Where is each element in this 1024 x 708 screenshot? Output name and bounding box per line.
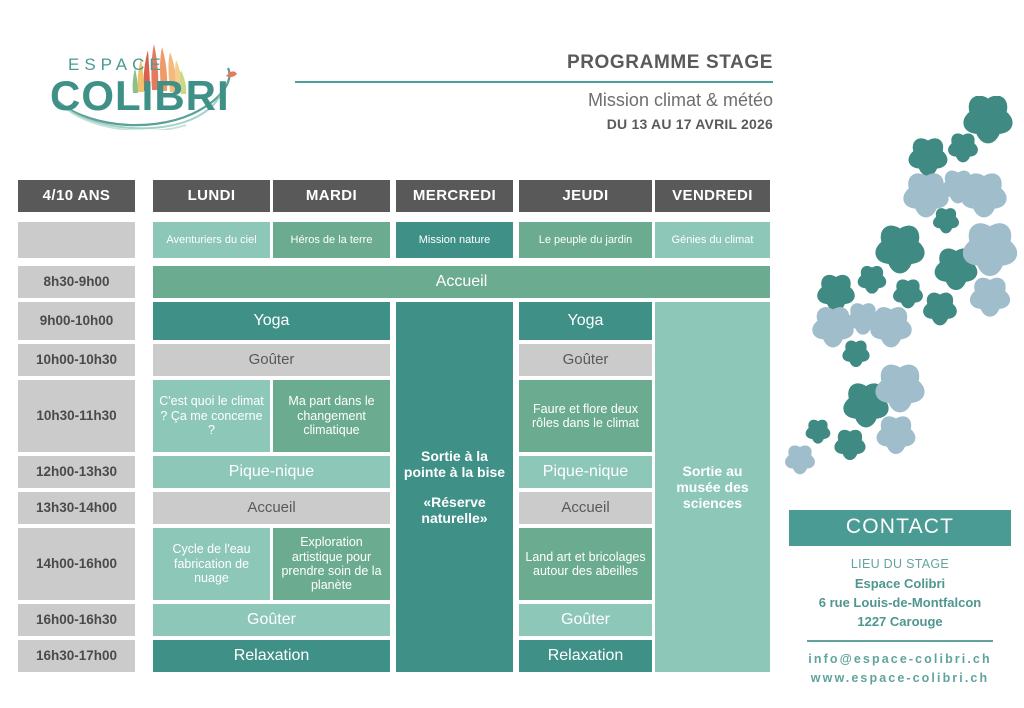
contact-divider [807, 640, 993, 642]
activity-mardi-morning: Ma part dans le changement climatique [273, 380, 390, 452]
theme-lundi: Aventuriers du ciel [153, 222, 270, 258]
activity-lundi-afternoon: Cycle de l'eau fabrication de nuage [153, 528, 270, 600]
time-1330-1400: 13h30-14h00 [18, 492, 135, 524]
schedule-grid: 4/10 ANS LUNDI MARDI MERCREDI JEUDI VEND… [18, 180, 770, 672]
activity-gouter-pm-jeudi: Goûter [519, 604, 652, 636]
time-1600-1630: 16h00-16h30 [18, 604, 135, 636]
activity-vendredi-outing: Sortie au musée des sciences [655, 302, 770, 672]
venue-name: Espace Colibri [854, 576, 946, 591]
header-dates: DU 13 AU 17 AVRIL 2026 [606, 116, 773, 132]
contact-website[interactable]: www.espace-colibri.ch [810, 670, 990, 685]
activity-jeudi-afternoon: Land art et bricolages autour des abeill… [519, 528, 652, 600]
time-1400-1600: 14h00-16h00 [18, 528, 135, 600]
column-header-mardi: MARDI [273, 180, 390, 212]
mercredi-line1: Sortie à la pointe à la bise [403, 447, 506, 480]
activity-mercredi-outing: Sortie à la pointe à la bise «Réserve na… [396, 302, 513, 672]
time-0900-1000: 9h00-10h00 [18, 302, 135, 340]
espace-colibri-logo: ESPACE COLIBRI [38, 38, 248, 130]
contact-details: LIEU DU STAGE Espace Colibri 6 rue Louis… [789, 546, 1011, 688]
time-1030-1130: 10h30-11h30 [18, 380, 135, 452]
column-header-vendredi: VENDREDI [655, 180, 770, 212]
column-header-mercredi: MERCREDI [396, 180, 513, 212]
activity-gouter-am-lun-mar: Goûter [153, 344, 390, 376]
time-1630-1700: 16h30-17h00 [18, 640, 135, 672]
svg-text:ESPACE: ESPACE [68, 55, 166, 74]
time-0830-0900: 8h30-9h00 [18, 266, 135, 298]
contact-card: CONTACT LIEU DU STAGE Espace Colibri 6 r… [789, 510, 1011, 688]
theme-cell-empty [18, 222, 135, 258]
column-header-jeudi: JEUDI [519, 180, 652, 212]
time-1200-1330: 12h00-13h30 [18, 456, 135, 488]
activity-pique-nique-lun-mar: Pique-nique [153, 456, 390, 488]
flower-pattern-icon [782, 92, 1022, 477]
activity-accueil-morning: Accueil [153, 266, 770, 298]
page-title: PROGRAMME STAGE [566, 52, 773, 73]
mercredi-line2: «Réserve naturelle» [421, 494, 488, 527]
theme-mercredi: Mission nature [396, 222, 513, 258]
header-text-block: PROGRAMME STAGE Mission climat & météo D… [295, 50, 773, 134]
theme-jeudi: Le peuple du jardin [519, 222, 652, 258]
activity-mardi-afternoon: Exploration artistique pour prendre soin… [273, 528, 390, 600]
flower-decoration [778, 92, 1024, 496]
theme-vendredi: Génies du climat [655, 222, 770, 258]
activity-accueil-pm-jeudi: Accueil [519, 492, 652, 524]
activity-lundi-morning: C'est quoi le climat ? Ça me concerne ? [153, 380, 270, 452]
venue-city: 1227 Carouge [857, 614, 943, 629]
activity-pique-nique-jeudi: Pique-nique [519, 456, 652, 488]
header-subtitle: Mission climat & météo [587, 90, 773, 110]
activity-relaxation-jeudi: Relaxation [519, 640, 652, 672]
activity-accueil-pm-lun-mar: Accueil [153, 492, 390, 524]
activity-gouter-am-jeudi: Goûter [519, 344, 652, 376]
logo-artwork: ESPACE COLIBRI [50, 44, 237, 130]
activity-relaxation-lun-mar: Relaxation [153, 640, 390, 672]
activity-jeudi-morning: Faure et flore deux rôles dans le climat [519, 380, 652, 452]
header-divider [295, 81, 773, 83]
contact-email[interactable]: info@espace-colibri.ch [808, 651, 992, 666]
venue-street: 6 rue Louis-de-Montfalcon [818, 595, 982, 610]
column-header-lundi: LUNDI [153, 180, 270, 212]
venue-label: LIEU DU STAGE [850, 557, 950, 571]
contact-title: CONTACT [789, 510, 1011, 546]
activity-yoga-lun-mar: Yoga [153, 302, 390, 340]
feather-icon [132, 44, 187, 94]
activity-gouter-pm-lun-mar: Goûter [153, 604, 390, 636]
theme-mardi: Héros de la terre [273, 222, 390, 258]
column-header-age: 4/10 ANS [18, 180, 135, 212]
svg-text:COLIBRI: COLIBRI [50, 72, 230, 119]
activity-yoga-jeudi: Yoga [519, 302, 652, 340]
time-1000-1030: 10h00-10h30 [18, 344, 135, 376]
